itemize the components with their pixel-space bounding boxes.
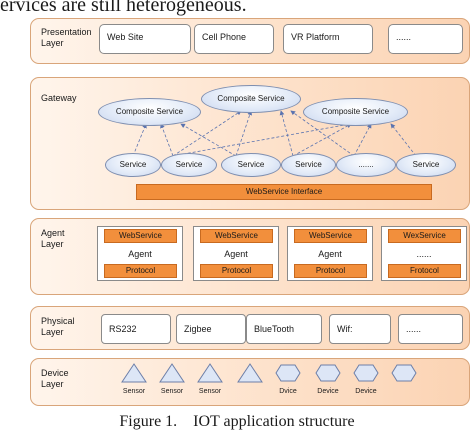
- device-layer: Device Layer Sensor Sensor Sensor Dvice …: [30, 358, 470, 406]
- presentation-layer-label: Presentation Layer: [41, 27, 92, 49]
- presentation-box-more: ......: [388, 24, 463, 54]
- physical-label-line2: Layer: [41, 327, 64, 337]
- agent-webservice-3: WebService: [294, 229, 367, 243]
- device-label-line2: Layer: [41, 379, 64, 389]
- agent-protocol-3: Protocol: [294, 264, 367, 278]
- agent-webservice-1: WebService: [104, 229, 177, 243]
- webservice-interface-bar: WebService Interface: [136, 184, 432, 200]
- device-label-6: Device: [317, 388, 339, 395]
- agent-name-2: Agent: [224, 249, 248, 259]
- presentation-label-line1: Presentation: [41, 27, 92, 37]
- physical-box-zigbee: Zigbee: [176, 314, 246, 344]
- physical-box-bluetooth: BlueTooth: [246, 314, 322, 344]
- service-3: Service: [221, 153, 281, 177]
- top-text-fragment: ervices are still heterogeneous.: [0, 0, 247, 16]
- agent-unit-4: WexService ...... Frotocol: [381, 226, 467, 281]
- device-hexagon-icon: [315, 364, 341, 382]
- device-label-1: Sensor: [122, 388, 146, 395]
- figure-caption: Figure 1. IOT application structure: [119, 413, 355, 430]
- device-hexagon-icon: [353, 364, 379, 382]
- physical-label-line1: Physical: [41, 316, 75, 326]
- presentation-box-web-site: Web Site: [99, 24, 191, 54]
- presentation-box-vr-platform: VR Platform: [283, 24, 373, 54]
- agent-webservice-4: WexService: [388, 229, 461, 243]
- agent-label-line2: Layer: [41, 239, 64, 249]
- agent-layer: Agent Layer WebService Agent Protocol We…: [30, 218, 470, 295]
- physical-box-more: ......: [398, 314, 463, 344]
- agent-unit-1: WebService Agent Protocol: [97, 226, 183, 281]
- service-more: .......: [336, 153, 396, 177]
- device-hexagon-icon: [391, 364, 417, 382]
- presentation-box-cell-phone: Cell Phone: [194, 24, 274, 54]
- composite-service-1: Composite Service: [98, 98, 201, 126]
- agent-protocol-2: Protocol: [200, 264, 273, 278]
- sensor-triangle-icon: [159, 363, 185, 383]
- composite-service-3: Composite Service: [303, 98, 408, 126]
- service-6: Service: [396, 153, 456, 177]
- agent-webservice-2: WebService: [200, 229, 273, 243]
- physical-layer-label: Physical Layer: [41, 316, 75, 338]
- device-label-5: Dvice: [279, 388, 297, 395]
- service-1: Service: [105, 153, 161, 177]
- gateway-connector-arrows: [132, 110, 417, 157]
- agent-layer-label: Agent Layer: [41, 228, 65, 250]
- agent-label-line1: Agent: [41, 228, 65, 238]
- device-hexagon-icon: [275, 364, 301, 382]
- agent-unit-3: WebService Agent Protocol: [287, 226, 373, 281]
- gateway-layer: Gateway Composite Service Composite Serv…: [30, 77, 470, 210]
- gateway-layer-label: Gateway: [41, 93, 77, 103]
- agent-name-1: Agent: [128, 249, 152, 259]
- agent-name-3: Agent: [318, 249, 342, 259]
- presentation-layer: Presentation Layer Web Site Cell Phone V…: [30, 18, 470, 64]
- device-label-3: Sensor: [198, 388, 222, 395]
- sensor-triangle-icon: [197, 363, 223, 383]
- agent-protocol-1: Protocol: [104, 264, 177, 278]
- physical-box-rs232: RS232: [101, 314, 171, 344]
- composite-service-2: Composite Service: [201, 85, 301, 113]
- agent-name-4: ......: [416, 249, 432, 259]
- physical-box-wifi: Wif:: [329, 314, 391, 344]
- sensor-triangle-icon: [121, 363, 147, 383]
- presentation-label-line2: Layer: [41, 38, 64, 48]
- sensor-triangle-icon: [237, 363, 263, 383]
- agent-protocol-4: Frotocol: [388, 264, 461, 278]
- device-label-line1: Device: [41, 368, 69, 378]
- physical-layer: Physical Layer RS232 Zigbee BlueTooth Wi…: [30, 306, 470, 350]
- agent-unit-2: WebService Agent Protocol: [193, 226, 279, 281]
- service-4: Service: [281, 153, 336, 177]
- device-label-7: Device: [355, 388, 377, 395]
- device-label-2: Sensor: [160, 388, 184, 395]
- device-layer-label: Device Layer: [41, 368, 69, 390]
- service-2: Service: [161, 153, 217, 177]
